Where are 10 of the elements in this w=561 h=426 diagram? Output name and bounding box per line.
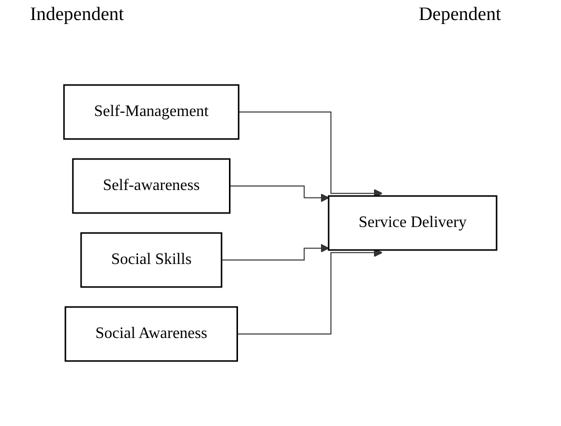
node-box: Self-Management bbox=[63, 84, 240, 140]
node-box: Social Skills bbox=[80, 232, 222, 288]
arrow bbox=[238, 112, 383, 198]
column-heading: Independent bbox=[30, 4, 124, 26]
node-box: Self-awareness bbox=[72, 158, 231, 214]
arrow bbox=[229, 186, 330, 202]
column-heading: Dependent bbox=[418, 4, 501, 26]
node-box: Social Awareness bbox=[64, 306, 238, 362]
node-box: Service Delivery bbox=[328, 195, 498, 251]
arrow bbox=[221, 244, 330, 260]
